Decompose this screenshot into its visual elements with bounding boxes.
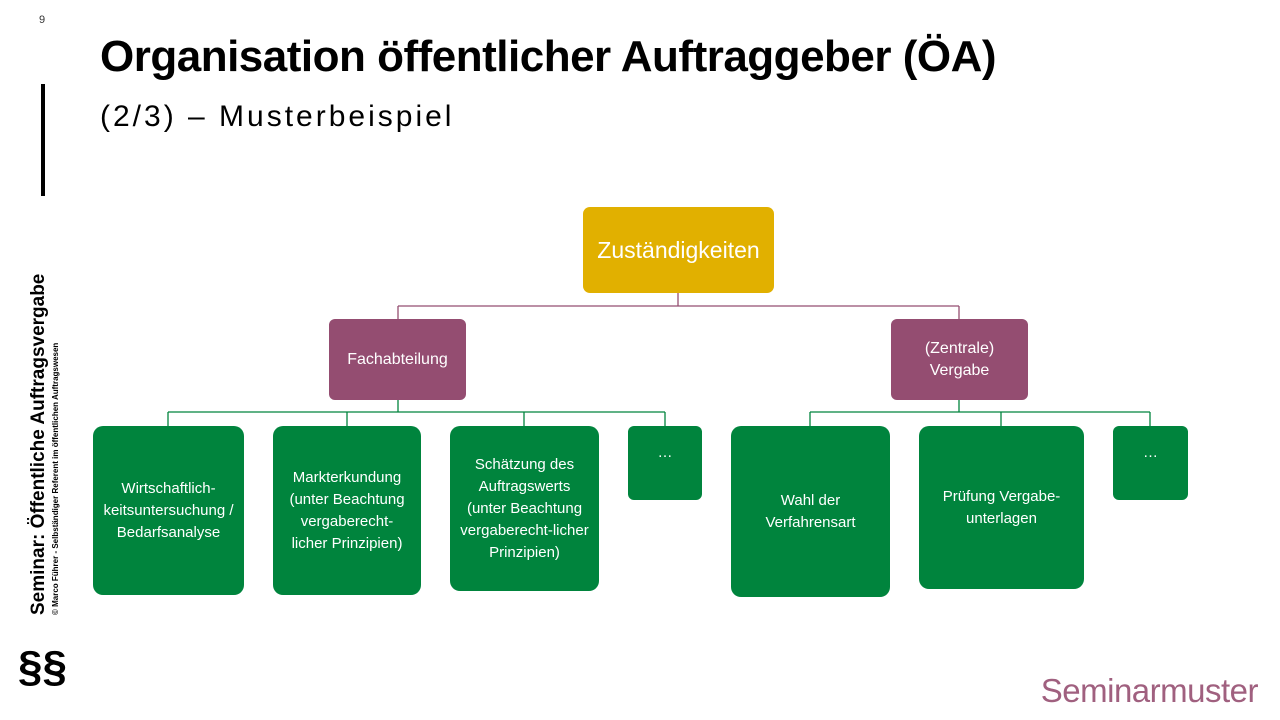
slide-title: Organisation öffentlicher Auftraggeber (… <box>100 32 997 81</box>
accent-bar <box>41 84 45 196</box>
node-markterkundung: Markterkundung (unter Beachtung vergaber… <box>273 426 421 595</box>
brand-logo-text: Seminarmuster <box>1040 672 1259 709</box>
node-wirtschaftlichkeitsuntersuchung: Wirtschaftlich-keitsuntersuchung / Bedar… <box>93 426 244 595</box>
slide-number: 9 <box>39 14 46 26</box>
node-pruefung-vergabeunterlagen: Prüfung Vergabe-unterlagen <box>919 426 1084 589</box>
paragraph-symbol: §§ <box>18 642 67 691</box>
node-fach-more: … <box>628 426 702 500</box>
node-zustaendigkeiten: Zuständigkeiten <box>583 207 774 293</box>
node-wahl-verfahrensart: Wahl der Verfahrensart <box>731 426 890 597</box>
node-fachabteilung: Fachabteilung <box>329 319 466 400</box>
node-zentrale-vergabe: (Zentrale) Vergabe <box>891 319 1028 400</box>
node-vergabe-more: … <box>1113 426 1188 500</box>
node-schaetzung-auftragswert: Schätzung des Auftragswerts (unter Beach… <box>450 426 599 591</box>
slide-subtitle: (2/3) – Musterbeispiel <box>100 100 455 133</box>
